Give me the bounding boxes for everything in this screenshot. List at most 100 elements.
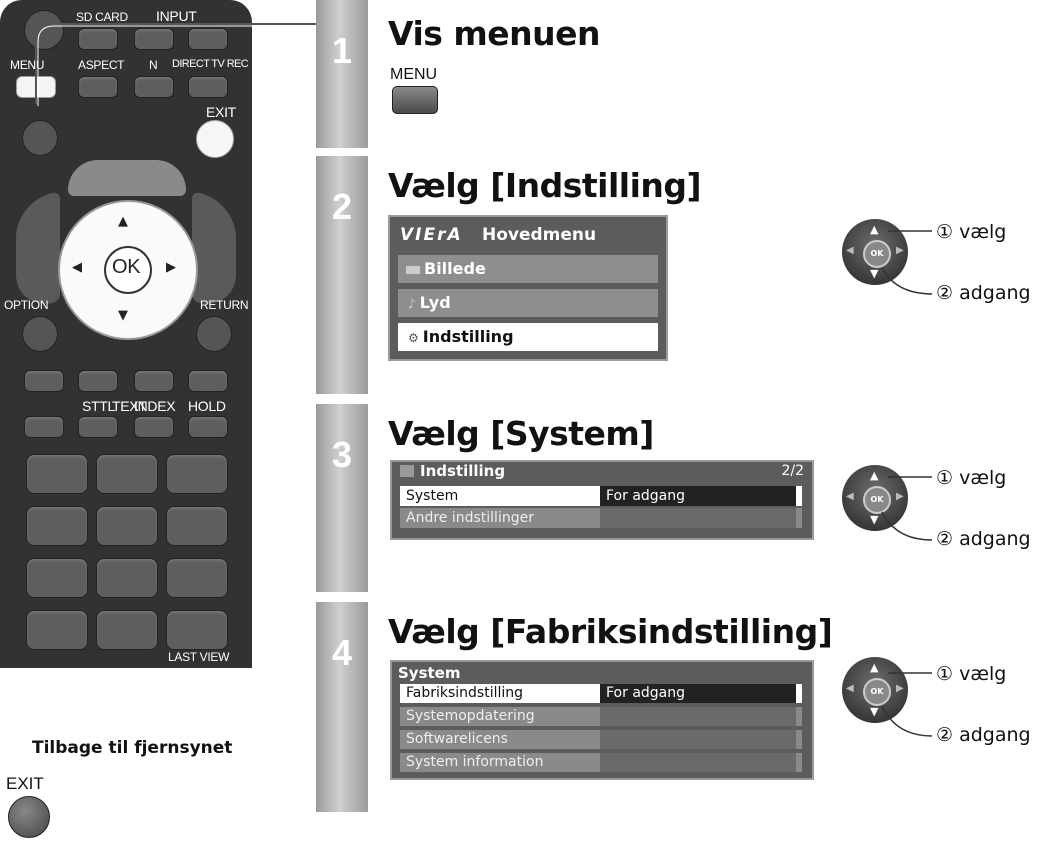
d-pad-left-icon[interactable]: ◀ bbox=[72, 260, 82, 275]
step-3-number: 3 bbox=[331, 434, 353, 475]
main-menu: VIErA Hovedmenu Billede ♪Lyd ⚙Indstillin… bbox=[388, 215, 668, 361]
direct-tv-rec-button[interactable] bbox=[188, 76, 228, 98]
key-tv[interactable] bbox=[26, 610, 88, 650]
red-button[interactable] bbox=[24, 370, 64, 392]
key-6[interactable] bbox=[166, 506, 228, 546]
nav-left-icon: ◀ bbox=[846, 245, 854, 256]
sd-card-label: SD CARD bbox=[76, 10, 128, 24]
nav-circle-step-3[interactable]: ▲ ▼ ◀ ▶ OK bbox=[842, 465, 908, 531]
main-menu-title: Hovedmenu bbox=[482, 225, 597, 245]
system-menu-title: System bbox=[398, 664, 461, 682]
exit-button[interactable] bbox=[196, 120, 234, 158]
key-3[interactable] bbox=[166, 454, 228, 494]
setup-menu: Indstilling 2/2 System For adgang Andre … bbox=[390, 460, 814, 540]
key-0[interactable] bbox=[96, 610, 158, 650]
exit-label: EXIT bbox=[206, 104, 236, 120]
system-menu-row-opdatering[interactable]: Systemopdatering bbox=[400, 707, 802, 726]
key-5[interactable] bbox=[96, 506, 158, 546]
step-2-heading: Vælg [Indstilling] bbox=[388, 166, 702, 205]
main-menu-item-indstilling[interactable]: ⚙Indstilling bbox=[398, 323, 658, 351]
system-row-label: Softwarelicens bbox=[400, 730, 600, 749]
nav-right-icon: ▶ bbox=[896, 683, 904, 694]
index-button[interactable] bbox=[134, 416, 174, 438]
system-row-end bbox=[796, 707, 802, 726]
system-menu-row-information[interactable]: System information bbox=[400, 753, 802, 772]
key-8[interactable] bbox=[96, 558, 158, 598]
nav-ok-icon: OK bbox=[863, 240, 891, 268]
aspect-label: ASPECT bbox=[78, 58, 125, 72]
sttl-button[interactable] bbox=[78, 416, 118, 438]
nav-select-label-2: ① vælg bbox=[936, 221, 1007, 243]
option-button[interactable] bbox=[22, 316, 58, 352]
nav-right-icon: ▶ bbox=[896, 491, 904, 502]
text-button-1[interactable] bbox=[24, 416, 64, 438]
setup-menu-row-system[interactable]: System For adgang bbox=[400, 486, 802, 506]
key-7[interactable] bbox=[26, 558, 88, 598]
picture-icon bbox=[406, 266, 420, 274]
main-menu-item-lyd[interactable]: ♪Lyd bbox=[398, 289, 658, 317]
system-row-label: System information bbox=[400, 753, 600, 772]
sound-icon: ♪ bbox=[408, 297, 416, 311]
sd-card-button[interactable] bbox=[78, 28, 118, 50]
key-4[interactable] bbox=[26, 506, 88, 546]
green-button[interactable] bbox=[78, 370, 118, 392]
system-menu-row-licens[interactable]: Softwarelicens bbox=[400, 730, 802, 749]
system-row-value bbox=[600, 753, 796, 772]
key-9[interactable] bbox=[166, 558, 228, 598]
power-button[interactable] bbox=[24, 10, 64, 50]
viera-logo: VIErA bbox=[400, 225, 463, 245]
system-menu-row-fabriks[interactable]: Fabriksindstilling For adgang bbox=[400, 684, 802, 703]
input-button-2[interactable] bbox=[188, 28, 228, 50]
step-4-number: 4 bbox=[331, 632, 353, 673]
system-row-label: Fabriksindstilling bbox=[400, 684, 600, 703]
step-1-menu-button[interactable] bbox=[392, 86, 438, 114]
setup-menu-page: 2/2 bbox=[781, 463, 804, 479]
nav-select-label-4: ① vælg bbox=[936, 663, 1007, 685]
blue-button[interactable] bbox=[188, 370, 228, 392]
system-row-value bbox=[600, 730, 796, 749]
setup-icon bbox=[400, 465, 414, 477]
setup-row-value bbox=[600, 508, 796, 528]
system-row-end bbox=[796, 684, 802, 703]
nav-circle-step-2[interactable]: ▲ ▼ ◀ ▶ OK bbox=[842, 219, 908, 285]
key-2[interactable] bbox=[96, 454, 158, 494]
step-3-heading: Vælg [System] bbox=[388, 414, 654, 453]
round-button-left[interactable] bbox=[22, 120, 58, 156]
nav-access-label-2: ② adgang bbox=[936, 282, 1031, 304]
nav-circle-step-4[interactable]: ▲ ▼ ◀ ▶ OK bbox=[842, 657, 908, 723]
n-button[interactable] bbox=[134, 76, 174, 98]
setup-row-end bbox=[796, 508, 802, 528]
step-1-bar: 1 bbox=[316, 0, 368, 148]
setup-menu-row-andre[interactable]: Andre indstillinger bbox=[400, 508, 802, 528]
text-label: TEXT bbox=[112, 398, 147, 414]
back-exit-button[interactable] bbox=[8, 796, 50, 838]
input-button-1[interactable] bbox=[134, 28, 174, 50]
d-pad-up-icon[interactable]: ▲ bbox=[118, 214, 128, 229]
remote-control: SD CARD INPUT MENU ASPECT N DIRECT TV RE… bbox=[0, 0, 252, 668]
system-row-value: For adgang bbox=[600, 684, 796, 703]
setup-row-label: System bbox=[400, 486, 600, 506]
step-2-bar: 2 bbox=[316, 156, 368, 394]
step-4-heading: Vælg [Fabriksindstilling] bbox=[388, 612, 833, 651]
last-view-button[interactable] bbox=[166, 610, 228, 650]
index-label: INDEX bbox=[134, 398, 176, 414]
ok-button[interactable] bbox=[104, 246, 152, 294]
key-1[interactable] bbox=[26, 454, 88, 494]
system-menu: System Fabriksindstilling For adgang Sys… bbox=[390, 660, 814, 780]
nav-down-icon: ▼ bbox=[870, 513, 879, 526]
system-row-label: Systemopdatering bbox=[400, 707, 600, 726]
arc-button-top[interactable] bbox=[68, 160, 186, 196]
back-title: Tilbage til fjernsynet bbox=[32, 738, 233, 758]
nav-down-icon: ▼ bbox=[870, 267, 879, 280]
main-menu-item-label: Lyd bbox=[419, 293, 451, 312]
step-2-number: 2 bbox=[331, 186, 353, 227]
main-menu-item-billede[interactable]: Billede bbox=[398, 255, 658, 283]
nav-ok-icon: OK bbox=[863, 486, 891, 514]
d-pad-down-icon[interactable]: ▼ bbox=[118, 308, 128, 323]
hold-button[interactable] bbox=[188, 416, 228, 438]
yellow-button[interactable] bbox=[134, 370, 174, 392]
return-button[interactable] bbox=[196, 316, 232, 352]
aspect-button[interactable] bbox=[78, 76, 118, 98]
d-pad-right-icon[interactable]: ▶ bbox=[166, 260, 176, 275]
